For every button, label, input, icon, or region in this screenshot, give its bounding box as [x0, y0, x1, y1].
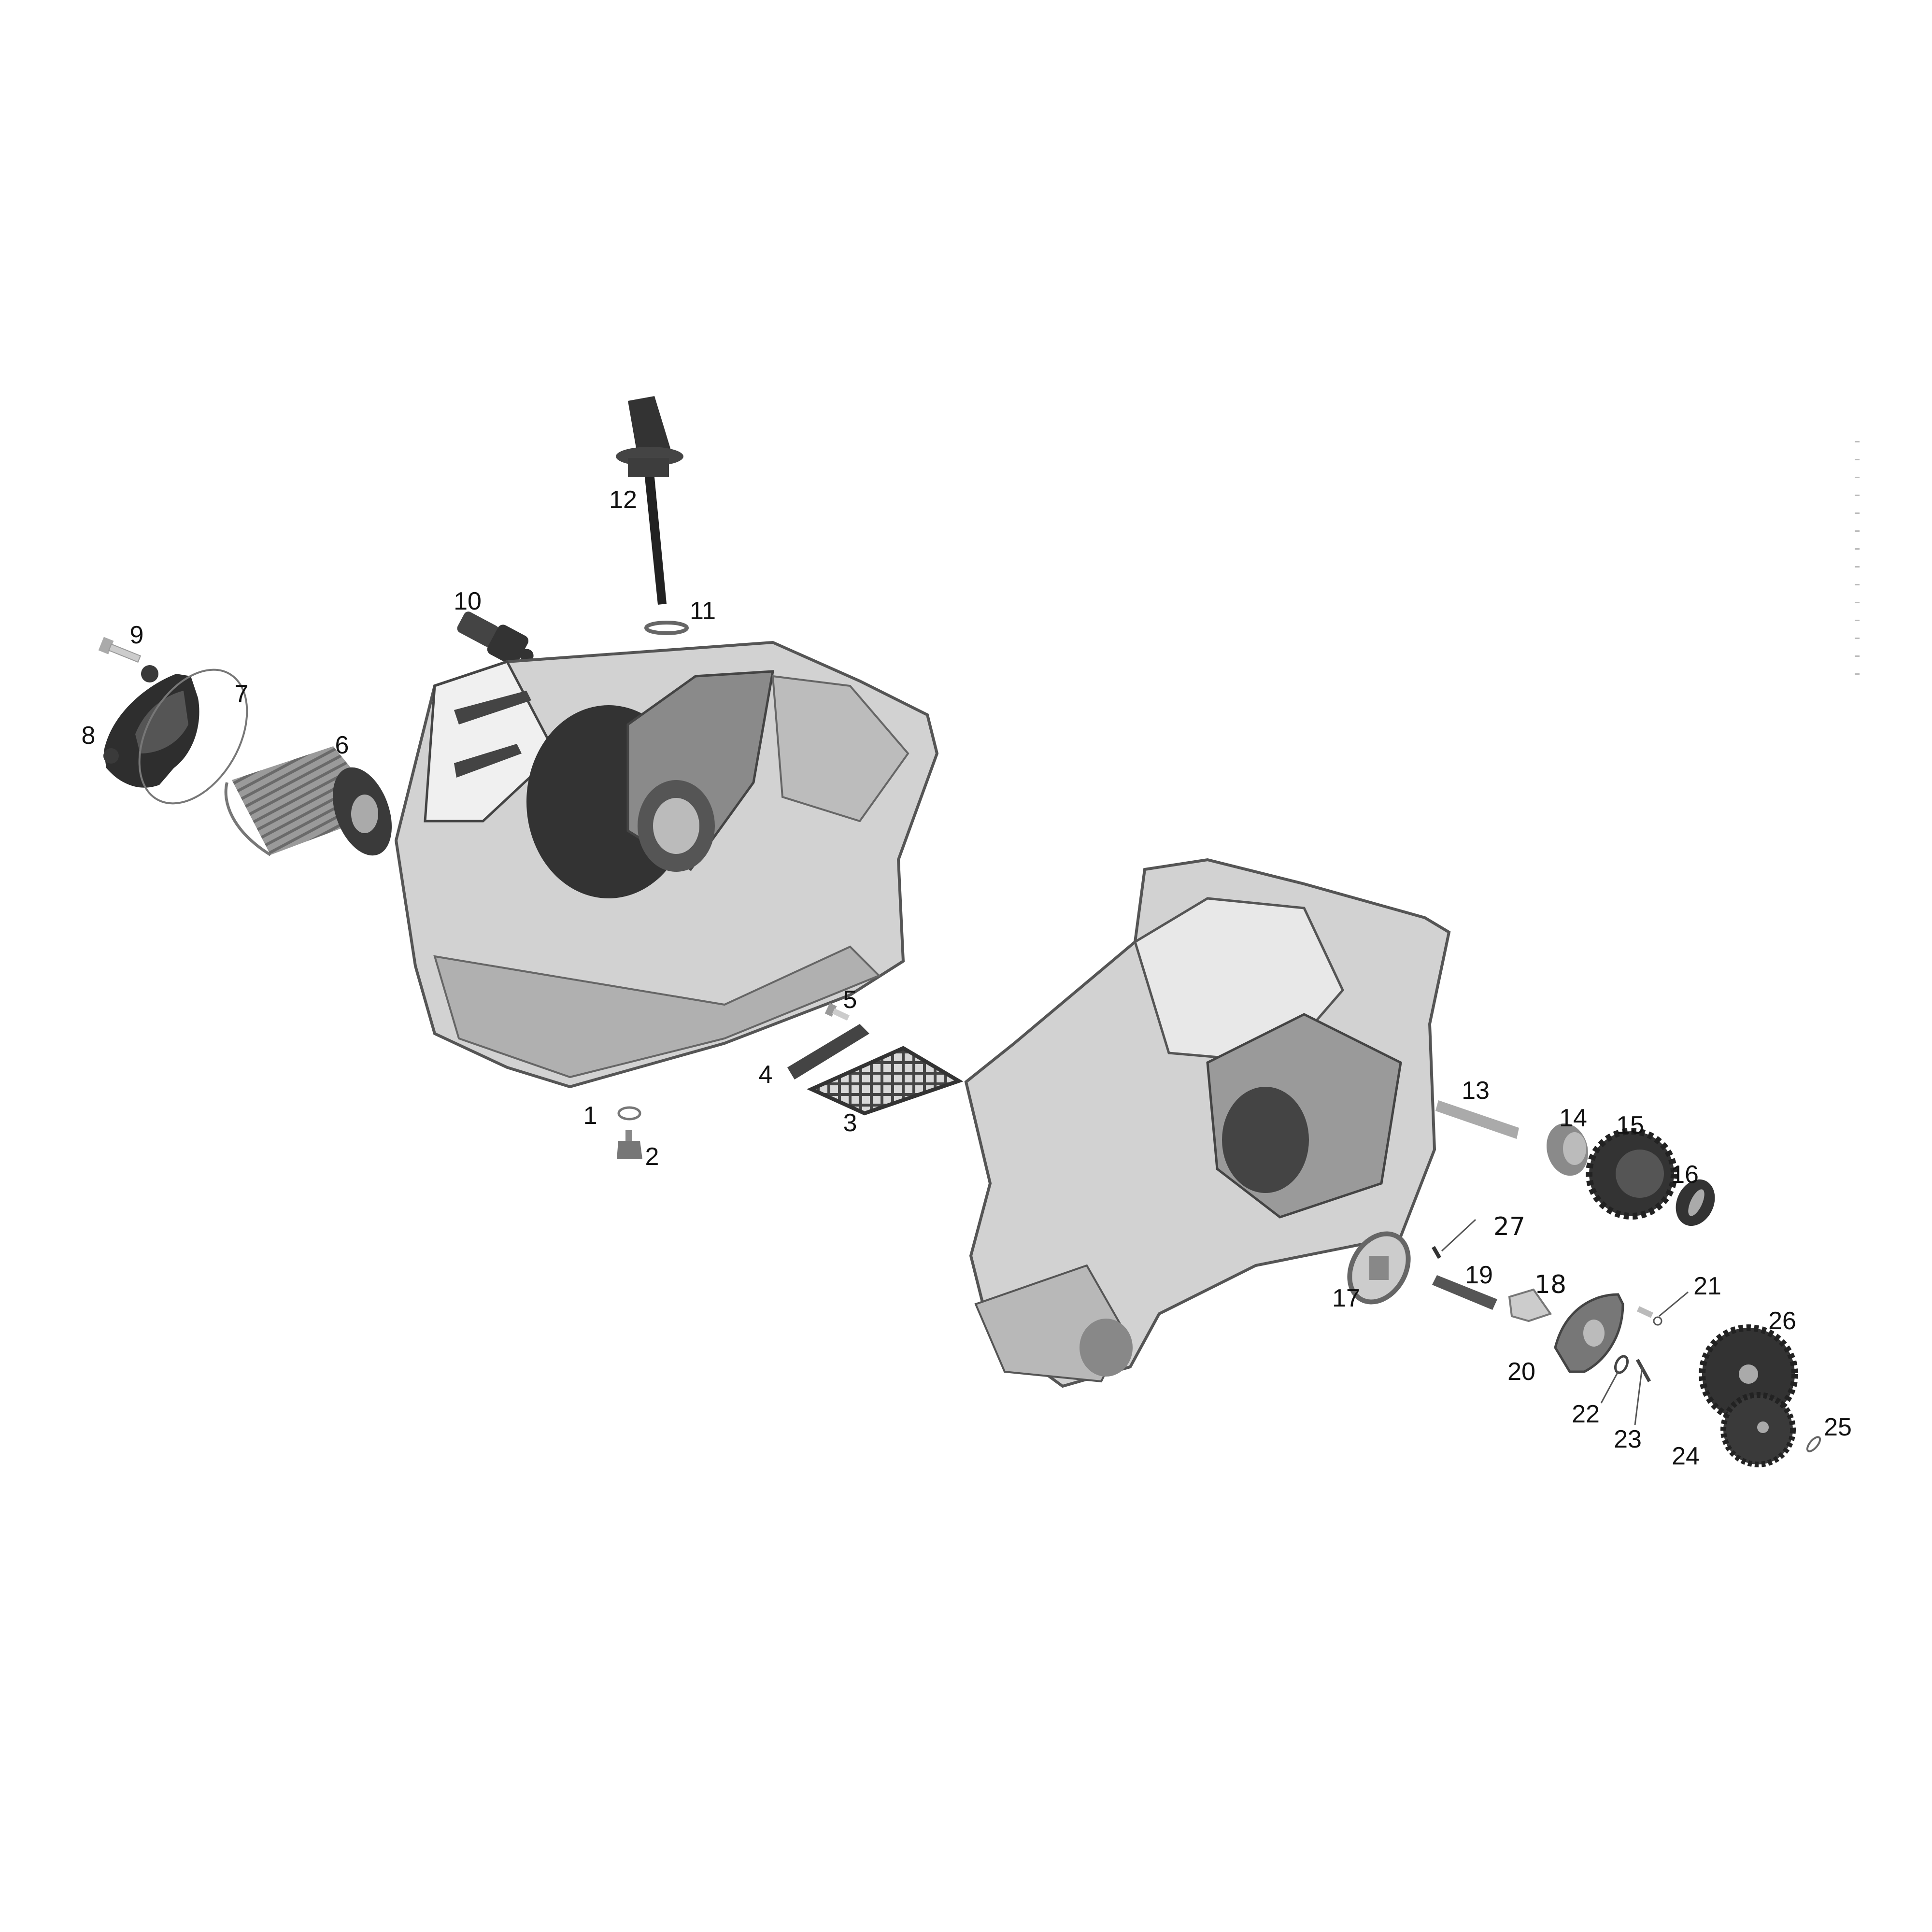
- o-ring-11-part: [644, 621, 689, 635]
- bearing-14-part: [1547, 1123, 1588, 1176]
- callout-5: 5: [843, 986, 857, 1014]
- callout-20: 20: [1507, 1358, 1535, 1386]
- callout-9: 9: [129, 621, 144, 649]
- margin-tick: [1855, 495, 1860, 496]
- callout-22: 22: [1572, 1400, 1600, 1428]
- pump-cover-20-part: [1554, 1293, 1624, 1373]
- filter-cover-part: [103, 665, 199, 788]
- leader-22: [1600, 1371, 1619, 1404]
- callout-19: 19: [1465, 1261, 1493, 1289]
- margin-tick: [1855, 602, 1860, 603]
- callout-2: 2: [645, 1143, 659, 1171]
- callout-13: 13: [1462, 1077, 1490, 1105]
- screw-5-part: [824, 1003, 850, 1021]
- screw-21-part: [1636, 1291, 1689, 1326]
- callout-14: 14: [1559, 1104, 1587, 1132]
- seal-ring-16-part: [1676, 1179, 1715, 1226]
- callout-12: 12: [609, 486, 637, 514]
- bolt-9-part: [98, 637, 142, 663]
- right-crankcase-part: [964, 858, 1451, 1388]
- callout-1: 1: [583, 1102, 597, 1130]
- margin-tick: [1855, 441, 1860, 442]
- margin-tick: [1855, 530, 1860, 532]
- oil-filter-part: [224, 746, 392, 856]
- callout-8: 8: [81, 722, 96, 750]
- callout-23: 23: [1614, 1425, 1642, 1453]
- callout-21: 21: [1693, 1272, 1721, 1300]
- callout-26: 26: [1768, 1307, 1796, 1335]
- callout-4: 4: [758, 1061, 773, 1089]
- callout-17: 17: [1332, 1284, 1360, 1312]
- drive-gear-24-part: [1720, 1392, 1796, 1467]
- callout-27: 27: [1493, 1212, 1526, 1241]
- callout-3: 3: [843, 1109, 857, 1137]
- o-ring-1-part: [617, 1106, 641, 1121]
- margin-tick: [1855, 512, 1860, 514]
- callout-10: 10: [454, 587, 482, 615]
- margin-tick: [1855, 655, 1860, 657]
- strainer-screen-part: [807, 1046, 964, 1116]
- shaft-13-part: [1435, 1100, 1519, 1139]
- callout-18: 18: [1534, 1270, 1567, 1299]
- pump-shaft-19-part: [1432, 1275, 1497, 1310]
- margin-tick: [1855, 584, 1860, 585]
- margin-tick: [1855, 620, 1860, 621]
- left-crankcase-part: [394, 640, 939, 1089]
- o-ring-22-part: [1614, 1355, 1629, 1374]
- margin-tick: [1855, 566, 1860, 568]
- retaining-plate-part: [787, 1024, 869, 1080]
- margin-tick: [1855, 673, 1860, 675]
- leader-23: [1634, 1366, 1643, 1425]
- rotor-18-part: [1508, 1288, 1552, 1322]
- pin-23-part: [1635, 1359, 1651, 1382]
- dipstick-part: [616, 396, 683, 605]
- pin-27-part: [1432, 1246, 1441, 1259]
- margin-tick: [1855, 638, 1860, 639]
- gear-15-part: [1586, 1128, 1677, 1220]
- leader-27: [1441, 1219, 1477, 1252]
- callout-15: 15: [1616, 1111, 1644, 1139]
- margin-tick: [1855, 548, 1860, 550]
- callout-25: 25: [1824, 1413, 1852, 1441]
- callout-7: 7: [234, 680, 249, 708]
- callout-24: 24: [1672, 1442, 1700, 1470]
- callout-6: 6: [335, 731, 349, 759]
- callout-16: 16: [1671, 1161, 1699, 1189]
- o-ring-7-part: [138, 668, 248, 805]
- circlip-25-part: [1806, 1436, 1821, 1452]
- margin-tick: [1855, 459, 1860, 460]
- callout-11: 11: [690, 597, 716, 625]
- margin-tick: [1855, 477, 1860, 478]
- drain-plug-part: [617, 1130, 642, 1159]
- pump-housing-17-part: [1347, 1231, 1411, 1305]
